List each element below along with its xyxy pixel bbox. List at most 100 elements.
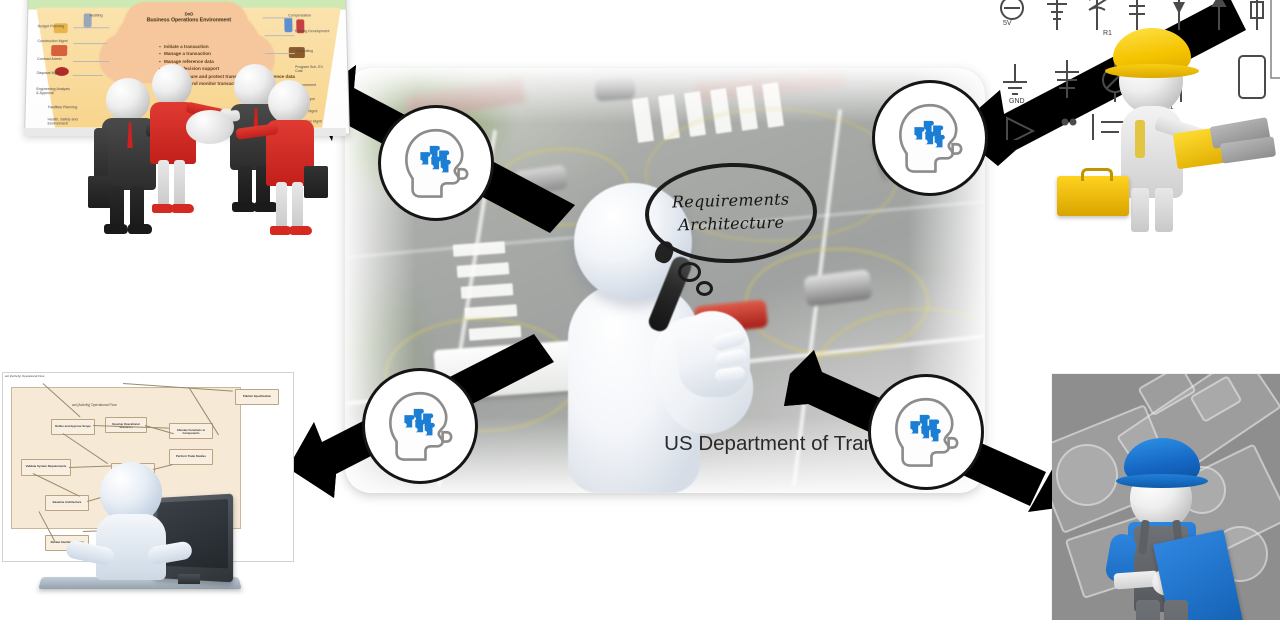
board-bullet: Initiate a transaction [159, 43, 309, 50]
board-side-label: Engineering Analysis & Approval [36, 87, 70, 96]
manufacturing-inspection-panel [1052, 374, 1280, 620]
board-side-label: Budget Planning [37, 24, 65, 29]
team-handshake [186, 110, 234, 144]
analyst-head [100, 462, 162, 524]
board-side-label: Recruiting [296, 49, 314, 54]
board-leader-line [72, 61, 109, 62]
board-side-label: Disposal Mgmt [36, 70, 61, 75]
monitor-stand [178, 574, 200, 584]
board-title: DoD Business Operations Environment [119, 12, 258, 24]
figure-leg [292, 182, 303, 230]
board-side-label: Contract Admin [37, 57, 62, 61]
figure-head [268, 80, 310, 124]
model-block-label: Publish Specification [242, 394, 272, 398]
figure-leg [276, 182, 287, 230]
technician-leg [1155, 188, 1173, 232]
toolbox [1057, 176, 1129, 216]
board-side-label: Program Sch, EV, Cost [295, 64, 324, 73]
diagram-title: act [Activity] Operational Flow [5, 374, 45, 378]
brain-puzzle-icon-bottom-right[interactable] [868, 374, 984, 490]
business-stakeholders-panel: DoD Business Operations Environment Init… [8, 0, 354, 277]
board-icon-2 [51, 45, 68, 57]
board-bullet: Manage reference data [159, 58, 309, 65]
model-block: Allocate Functions to Components [169, 423, 213, 439]
activity-frame-label: act [Activity] Operational Flow [72, 403, 117, 407]
figure-shoe [254, 202, 278, 212]
model-block-label: Define and Approve Scope [55, 424, 91, 428]
figure-shoe [270, 226, 292, 235]
board-title-line2: Business Operations Environment [146, 17, 232, 24]
thought-line-1: Requirements [671, 189, 790, 212]
board-side-label: Auditing [89, 13, 103, 18]
figure-leg [130, 186, 144, 228]
board-leader-line [264, 35, 295, 37]
inspector-leg-left [1136, 600, 1160, 620]
model-block-label: Review Interface Control [50, 540, 84, 544]
circuit-label-gnd: GND [1009, 98, 1025, 105]
circuit-label-5v: 5V [1003, 20, 1012, 27]
hard-hat-brim [1105, 64, 1199, 78]
thought-dot-medium [678, 262, 701, 282]
head-with-puzzle-pieces-icon [895, 397, 959, 467]
board-bullet: Manage a transaction [159, 50, 309, 57]
figure-shoe [152, 204, 174, 213]
board-leader-line [262, 17, 293, 19]
model-block: Define and Approve Scope [51, 419, 95, 435]
model-block: Perform Trade Studies [169, 449, 213, 465]
figure-leg [174, 160, 185, 208]
technician-leg [1131, 188, 1149, 232]
figure-head [152, 64, 192, 106]
figure-shoe [290, 226, 312, 235]
figure-leg [158, 160, 169, 208]
board-icon-5 [284, 17, 293, 33]
blue-hard-hat-brim [1116, 474, 1208, 488]
model-block: Develop Operational Scenarios [105, 417, 147, 433]
board-side-label: Construction Mgmt [37, 39, 68, 44]
cloud-shape-b [123, 1, 249, 48]
board-side-label: Facilities Planning [47, 105, 78, 110]
model-block-label: Allocate Functions to Components [176, 428, 206, 436]
figure-head [106, 78, 150, 122]
board-leader-line [72, 74, 103, 77]
board-side-label: Compensation [288, 13, 312, 18]
figure-leg [238, 166, 252, 206]
systems-engineer-figure [560, 183, 775, 493]
model-block-label: Baseline Architecture [52, 500, 82, 504]
model-diagram-sheet: act [Activity] Operational Flow act [Act… [2, 372, 294, 562]
figure-shoe [128, 224, 152, 234]
inspector-leg-right [1164, 600, 1188, 620]
brain-puzzle-icon-bottom-left[interactable] [362, 368, 478, 484]
model-block: Validate System Requirements [21, 459, 71, 476]
thought-dot-small [696, 281, 713, 296]
figure-shoe [172, 204, 194, 213]
board-side-label: Training Development [294, 29, 330, 34]
board-title-line1: DoD [184, 11, 194, 17]
model-block: Publish Specification [235, 389, 279, 405]
head-with-puzzle-pieces-icon [899, 103, 963, 173]
board-side-label: Health, Safety and Environment [47, 117, 78, 126]
head-with-puzzle-pieces-icon [405, 128, 469, 198]
head-with-puzzle-pieces-icon [389, 391, 453, 461]
figure-tie [253, 108, 259, 132]
model-block-label: Validate System Requirements [25, 464, 67, 468]
model-block: Baseline Architecture [45, 495, 89, 511]
board-leader-line [73, 27, 110, 29]
toolbox-handle [1081, 168, 1113, 181]
figure-arm-left [94, 128, 108, 180]
model-block-label: Perform Trade Studies [176, 454, 206, 458]
technician-belt-strap [1135, 120, 1145, 158]
thought-line-2: Architecture [678, 212, 785, 235]
model-block-label: Develop Operational Scenarios [112, 422, 140, 430]
board-leader-line [73, 43, 108, 45]
briefcase [304, 166, 328, 198]
figure-shoe [232, 202, 256, 212]
figure-tie [127, 122, 133, 148]
brain-puzzle-icon-top-right[interactable] [872, 80, 988, 196]
figure-shoe [104, 224, 128, 234]
brain-puzzle-icon-top-left[interactable] [378, 105, 494, 221]
circuit-label-r1: R1 [1103, 30, 1112, 37]
figure-leg [110, 186, 124, 228]
system-modeling-panel: act [Activity] Operational Flow act [Act… [0, 368, 320, 620]
electrical-design-panel: 5V GND R1 C1 S1 [985, 0, 1280, 250]
